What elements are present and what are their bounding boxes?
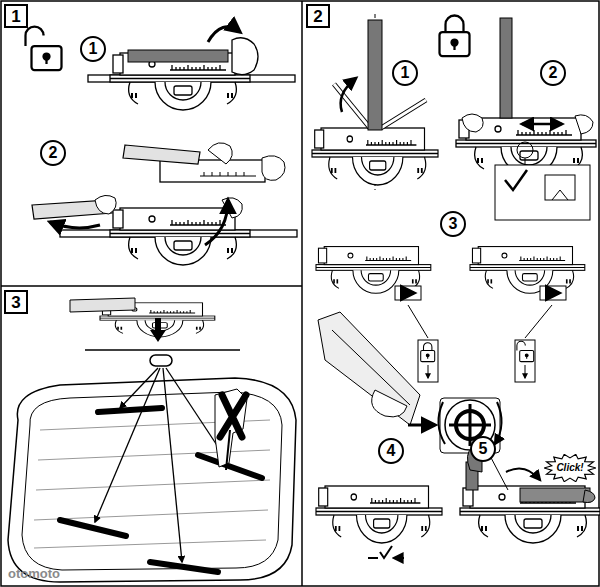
- step-text: 2: [549, 65, 558, 81]
- panel-number: 2: [306, 4, 330, 28]
- step-text: 3: [449, 216, 458, 232]
- step-text: 4: [387, 443, 396, 459]
- step-number: 1: [80, 36, 106, 62]
- step-text: 1: [89, 41, 98, 57]
- panel-number: 3: [4, 290, 28, 314]
- step-number: 2: [40, 140, 66, 166]
- step-number: 3: [440, 211, 466, 237]
- step-number: 4: [378, 438, 404, 464]
- step-text: 2: [313, 8, 322, 25]
- step-number: 1: [392, 60, 418, 86]
- step-text: 1: [401, 65, 410, 81]
- step-text: 1: [11, 8, 20, 25]
- step-number: 2: [540, 60, 566, 86]
- burst-shape: [544, 454, 596, 481]
- step-text: 5: [479, 441, 488, 457]
- click-burst: Click!: [544, 454, 596, 482]
- step-text: 3: [11, 294, 20, 311]
- panel-number: 1: [4, 4, 28, 28]
- step-number: 5: [470, 436, 496, 462]
- watermark: otomoto: [8, 566, 60, 581]
- step-text: 2: [49, 145, 58, 161]
- sound-text: Click!: [556, 463, 583, 473]
